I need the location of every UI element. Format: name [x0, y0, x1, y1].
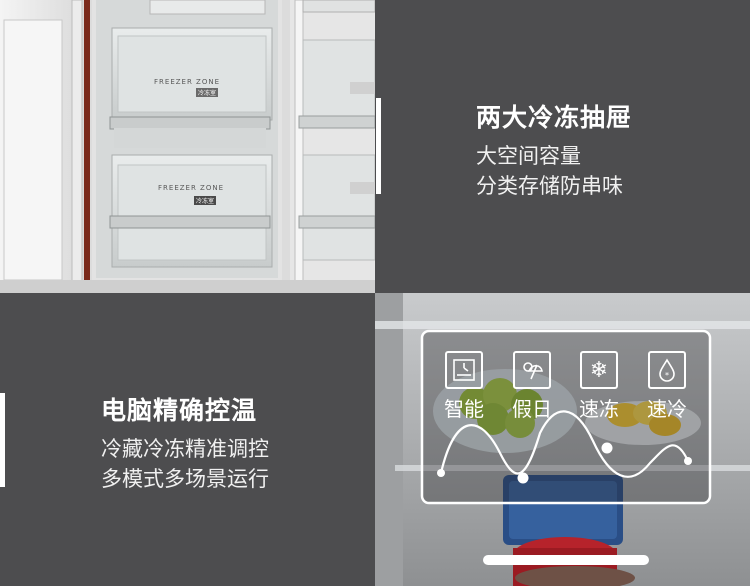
- control-title: 电脑精确控温: [101, 396, 258, 425]
- control-line-2: 多模式多场景运行: [101, 467, 269, 491]
- feature-quick-freeze[interactable]: ❄ 速冻: [575, 351, 623, 422]
- feature-quick-cool[interactable]: * 速冷: [643, 351, 691, 422]
- feature-label: 速冷: [647, 397, 687, 421]
- holiday-icon: [513, 351, 551, 389]
- feature-holiday[interactable]: 假日: [508, 351, 556, 422]
- drawers-title: 两大冷冻抽屉: [476, 103, 633, 132]
- accent-bar: [0, 393, 5, 487]
- svg-text:*: *: [665, 371, 669, 380]
- fridge-interior-photo: 智能 假日 ❄ 速冻 * 速冷: [375, 293, 750, 586]
- freezer-drawers-photo: FREEZER ZONE 冷冻室 FREEZER ZONE 冷冻室: [0, 0, 375, 293]
- feature-label: 速冻: [579, 397, 619, 421]
- drawers-line-1: 大空间容量: [476, 144, 581, 168]
- freezer-zone-label-top: FREEZER ZONE: [154, 78, 221, 86]
- drawers-text-panel: 两大冷冻抽屉 大空间容量 分类存储防串味: [375, 0, 750, 293]
- feature-smart[interactable]: 智能: [440, 351, 488, 422]
- freezer-drawers-illustration: [0, 0, 375, 293]
- accent-bar: [376, 98, 381, 194]
- control-line-1: 冷藏冷冻精准调控: [101, 437, 269, 461]
- fridge-interior-illustration: [375, 293, 750, 586]
- smart-icon: [445, 351, 483, 389]
- control-text-panel: 电脑精确控温 冷藏冷冻精准调控 多模式多场景运行: [0, 293, 375, 586]
- freezer-zone-label-bottom: FREEZER ZONE: [158, 184, 225, 192]
- feature-label: 假日: [512, 397, 552, 421]
- freezer-room-label-bottom: 冷冻室: [194, 196, 217, 205]
- drawers-line-2: 分类存储防串味: [476, 174, 623, 198]
- droplet-icon: *: [648, 351, 686, 389]
- feature-label: 智能: [444, 397, 484, 421]
- snowflake-icon: ❄: [580, 351, 618, 389]
- freezer-room-label-top: 冷冻室: [196, 88, 219, 97]
